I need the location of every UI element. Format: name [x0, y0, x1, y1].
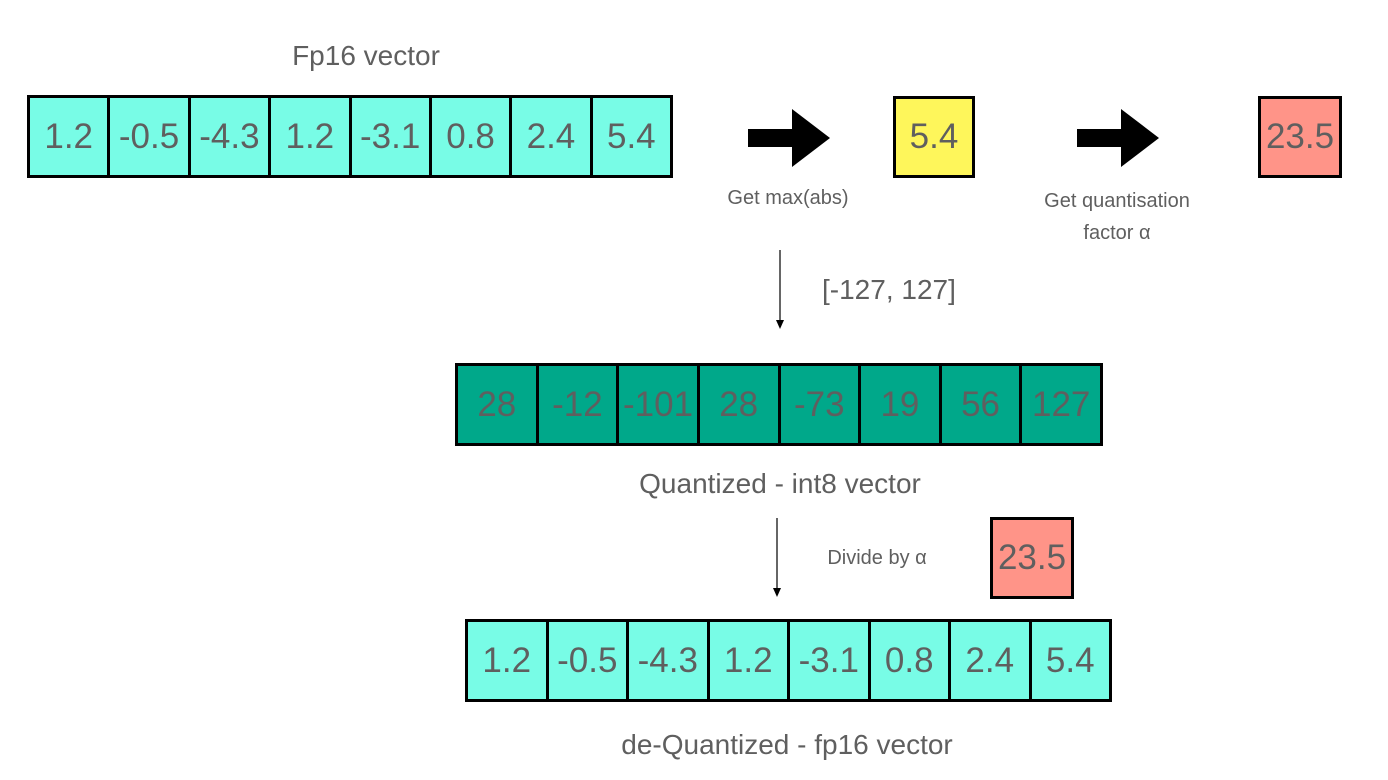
vector-cell: 1.2 — [468, 622, 546, 699]
vector-cell: 1.2 — [709, 622, 787, 699]
vector-cell: 1.2 — [271, 98, 349, 175]
vector-cell: 28 — [699, 366, 778, 443]
down-arrow-icon — [773, 518, 781, 597]
vector-cell: 1.2 — [30, 98, 108, 175]
range-label: [-127, 127] — [822, 274, 956, 305]
alpha-box: 23.5 — [1258, 96, 1342, 178]
get-factor-line2: factor α — [1083, 222, 1151, 244]
get-max-label: Get max(abs) — [727, 187, 849, 209]
vector-cell: 0.8 — [431, 98, 510, 175]
vector-cell: -3.1 — [351, 98, 429, 175]
fp16-vector: 1.2 -0.5 -4.3 1.2 -3.1 0.8 2.4 5.4 — [27, 95, 673, 178]
vector-cell: 56 — [941, 366, 1020, 443]
dequant-vector: 1.2 -0.5 -4.3 1.2 -3.1 0.8 2.4 5.4 — [465, 619, 1112, 702]
int8-vector-title: Quantized - int8 vector — [639, 468, 921, 499]
right-arrow-icon — [1077, 109, 1159, 167]
vector-cell: 5.4 — [592, 98, 670, 175]
vector-cell: -12 — [538, 366, 617, 443]
max-abs-box: 5.4 — [893, 96, 975, 178]
fp16-vector-title: Fp16 vector — [292, 40, 440, 71]
get-factor-line1: Get quantisation — [1044, 190, 1190, 212]
vector-cell: -4.3 — [190, 98, 269, 175]
vector-cell: 28 — [458, 366, 536, 443]
vector-cell: 2.4 — [951, 622, 1029, 699]
get-factor-label: Get quantisation factor α — [1044, 185, 1190, 249]
vector-cell: 2.4 — [512, 98, 590, 175]
down-arrow-icon — [776, 250, 784, 329]
alpha-box: 23.5 — [990, 517, 1074, 599]
vector-cell: -101 — [619, 366, 697, 443]
dequant-vector-title: de-Quantized - fp16 vector — [621, 729, 953, 760]
right-arrow-icon — [748, 109, 830, 167]
vector-cell: 5.4 — [1031, 622, 1109, 699]
vector-cell: 0.8 — [870, 622, 948, 699]
vector-cell: 127 — [1022, 366, 1100, 443]
vector-cell: -0.5 — [110, 98, 188, 175]
vector-cell: 19 — [861, 366, 939, 443]
divide-label: Divide by α — [827, 547, 927, 569]
vector-cell: -4.3 — [629, 622, 707, 699]
int8-vector: 28 -12 -101 28 -73 19 56 127 — [455, 363, 1103, 446]
vector-cell: -3.1 — [790, 622, 868, 699]
vector-cell: -73 — [780, 366, 859, 443]
vector-cell: -0.5 — [548, 622, 626, 699]
